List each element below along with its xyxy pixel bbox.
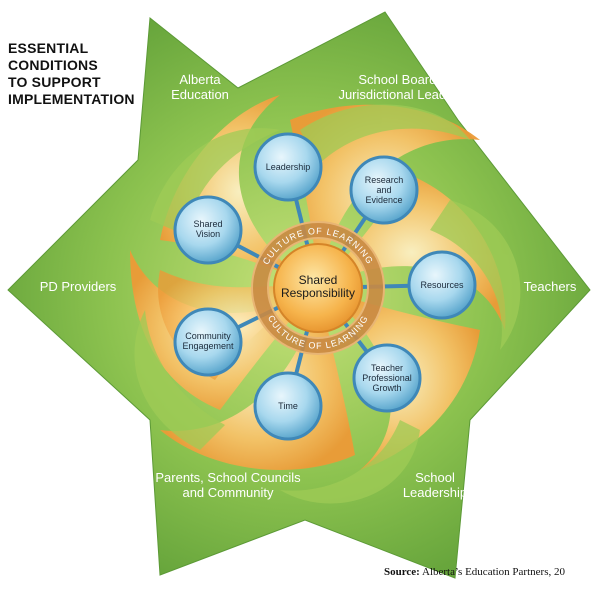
- condition-label-resources: Resources: [407, 280, 477, 290]
- partner-label-teachers: Teachers: [500, 279, 600, 294]
- condition-label-leadership: Leadership: [253, 162, 323, 172]
- condition-label-research: Research and Evidence: [349, 175, 419, 205]
- condition-label-shared-vision: Shared Vision: [173, 219, 243, 239]
- partner-label-alberta-education: Alberta Education: [120, 72, 280, 102]
- condition-label-community: Community Engagement: [173, 331, 243, 351]
- diagram-title: ESSENTIAL CONDITIONS TO SUPPORT IMPLEMEN…: [8, 40, 135, 108]
- partner-label-school-leadership: School Leadership: [355, 470, 515, 500]
- source-text: Alberta’s Education Partners, 20: [422, 566, 565, 578]
- partner-label-pd-providers: PD Providers: [18, 279, 138, 294]
- condition-label-teacher-growth: Teacher Professional Growth: [352, 363, 422, 393]
- center-label: Shared Responsibility: [278, 274, 358, 300]
- partner-label-school-board: School Board and Jurisdictional Leadersh…: [315, 72, 505, 102]
- partner-label-parents: Parents, School Councils and Community: [138, 470, 318, 500]
- source-line: Source: Alberta’s Education Partners, 20: [384, 566, 600, 578]
- source-label: Source:: [384, 566, 420, 578]
- condition-label-time: Time: [253, 401, 323, 411]
